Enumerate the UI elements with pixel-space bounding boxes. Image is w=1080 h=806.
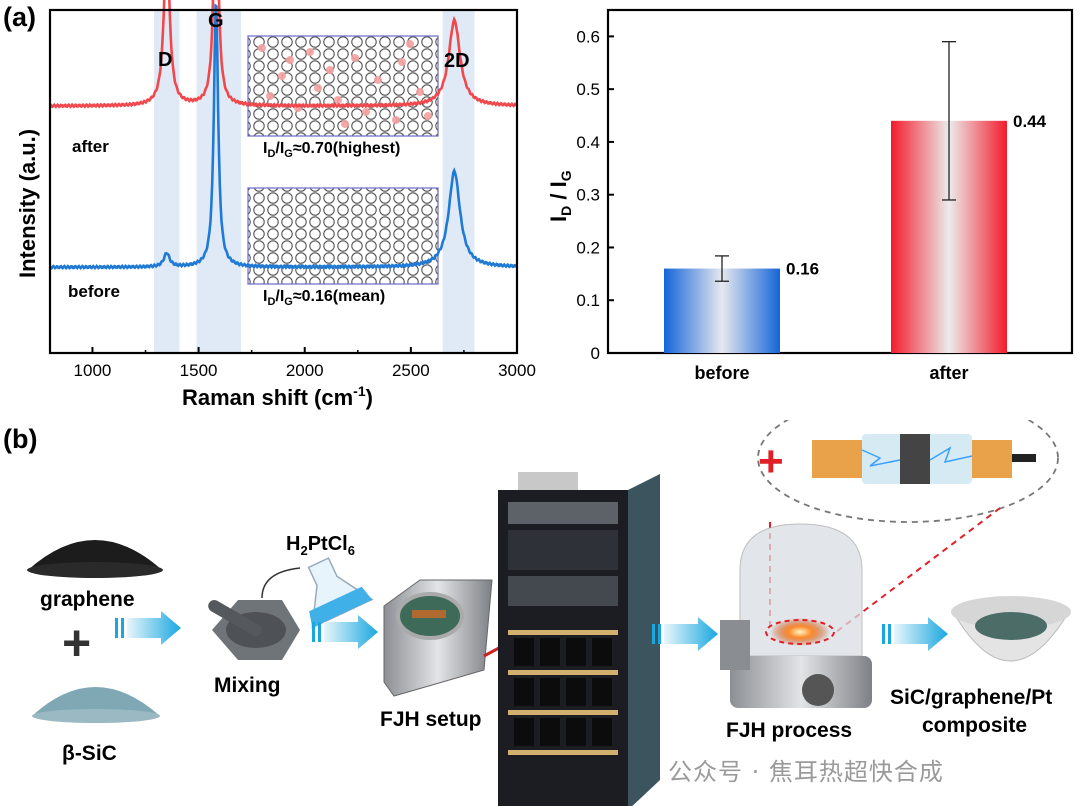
panel-b-label: (b) bbox=[3, 424, 38, 454]
process-arrow-2 bbox=[312, 615, 378, 649]
peak-label-d: D bbox=[158, 49, 172, 71]
graphene-lattice-before bbox=[247, 187, 439, 285]
flask-image bbox=[307, 557, 374, 629]
raman-x-tick-label: 1000 bbox=[74, 361, 112, 380]
bar-y-tick-label: 0.6 bbox=[576, 27, 600, 46]
highlight-band-0 bbox=[154, 10, 180, 353]
label-fjh-setup: FJH setup bbox=[380, 708, 482, 731]
peak-label-2d: 2D bbox=[444, 50, 470, 72]
bar-y-tick-label: 0.1 bbox=[576, 291, 600, 310]
graphene-lattice-after bbox=[247, 35, 439, 137]
mortar-image bbox=[208, 600, 300, 660]
bar-y-tick-label: 0.5 bbox=[576, 80, 600, 99]
raman-x-tick-label: 2500 bbox=[392, 361, 430, 380]
fjh-chamber-image bbox=[720, 523, 872, 708]
panel-a-label: (a) bbox=[3, 2, 36, 32]
sic-powder-image bbox=[32, 687, 160, 723]
raman-plot-frame bbox=[48, 8, 519, 355]
raman-x-ticks: 1000 1500 2000 2500 3000 bbox=[74, 347, 536, 380]
bar-y-tick-label: 0.4 bbox=[576, 133, 600, 152]
bar-y-tick-label: 0.2 bbox=[576, 238, 600, 257]
label-graphene: graphene bbox=[40, 588, 135, 611]
bar-series: 0.16 before 0.44 after bbox=[664, 41, 1047, 383]
ratio-annotation-after: ID/IG≈0.70(highest) bbox=[263, 140, 400, 160]
process-arrow-1 bbox=[115, 611, 181, 645]
raman-x-tick-label: 3000 bbox=[498, 361, 536, 380]
raman-chart: 1000 1500 2000 2500 3000 after before D G 2D… bbox=[15, 0, 1074, 410]
bar-y-ticks: 0 0.1 0.2 0.3 0.4 0.5 0.6 bbox=[576, 27, 614, 363]
bar-plot-frame bbox=[606, 8, 1074, 355]
series-label-after: after bbox=[72, 137, 109, 156]
raman-series-after bbox=[49, 0, 519, 109]
bar-y-tick-label: 0.3 bbox=[576, 186, 600, 205]
label-product-line2: composite bbox=[922, 714, 1027, 737]
bar-y-axis-title: ID / IG bbox=[546, 170, 574, 222]
label-h2ptcl6: H2PtCl6 bbox=[286, 533, 355, 558]
ratio-annotation-before: ID/IG≈0.16(mean) bbox=[263, 288, 385, 308]
product-bowl-image bbox=[951, 596, 1071, 662]
graphene-powder-image bbox=[27, 540, 163, 578]
raman-x-tick-label: 2000 bbox=[286, 361, 324, 380]
process-arrow-4 bbox=[882, 617, 948, 651]
power-cabinet-image bbox=[498, 472, 660, 806]
series-label-before: before bbox=[68, 282, 120, 301]
watermark-text: 公众号 · 焦耳热超快合成 bbox=[668, 758, 944, 786]
label-sic: β-SiC bbox=[62, 742, 117, 765]
label-product-line1: SiC/graphene/Pt bbox=[890, 686, 1052, 709]
electrode-plus-sign: + bbox=[758, 437, 784, 486]
process-schematic: graphene + β-SiC H2PtCl6 Mixing FJH setu… bbox=[27, 420, 1071, 806]
plus-sign: + bbox=[62, 615, 91, 671]
peak-label-g: G bbox=[208, 10, 224, 32]
electrode-tube-image bbox=[812, 434, 1036, 484]
bar-category-label: before bbox=[694, 363, 749, 383]
fjh-setup-image bbox=[383, 579, 511, 697]
raman-x-tick-label: 1500 bbox=[180, 361, 218, 380]
raman-series-before bbox=[48, 3, 518, 271]
label-mixing: Mixing bbox=[214, 674, 281, 697]
bar-value-label: 0.16 bbox=[786, 260, 819, 279]
raman-x-axis-title: Raman shift (cm-1) bbox=[182, 383, 373, 410]
zoom-ellipse bbox=[757, 420, 1059, 523]
bar-value-label: 0.44 bbox=[1013, 112, 1047, 131]
bar-before bbox=[664, 268, 780, 353]
pour-arrow bbox=[261, 567, 301, 599]
raman-y-axis-title: Intensity (a.u.) bbox=[15, 129, 40, 278]
label-fjh-process: FJH process bbox=[726, 719, 852, 742]
process-arrow-3 bbox=[652, 617, 718, 651]
bar-category-label: after bbox=[929, 363, 968, 383]
bar-y-tick-label: 0 bbox=[591, 344, 600, 363]
